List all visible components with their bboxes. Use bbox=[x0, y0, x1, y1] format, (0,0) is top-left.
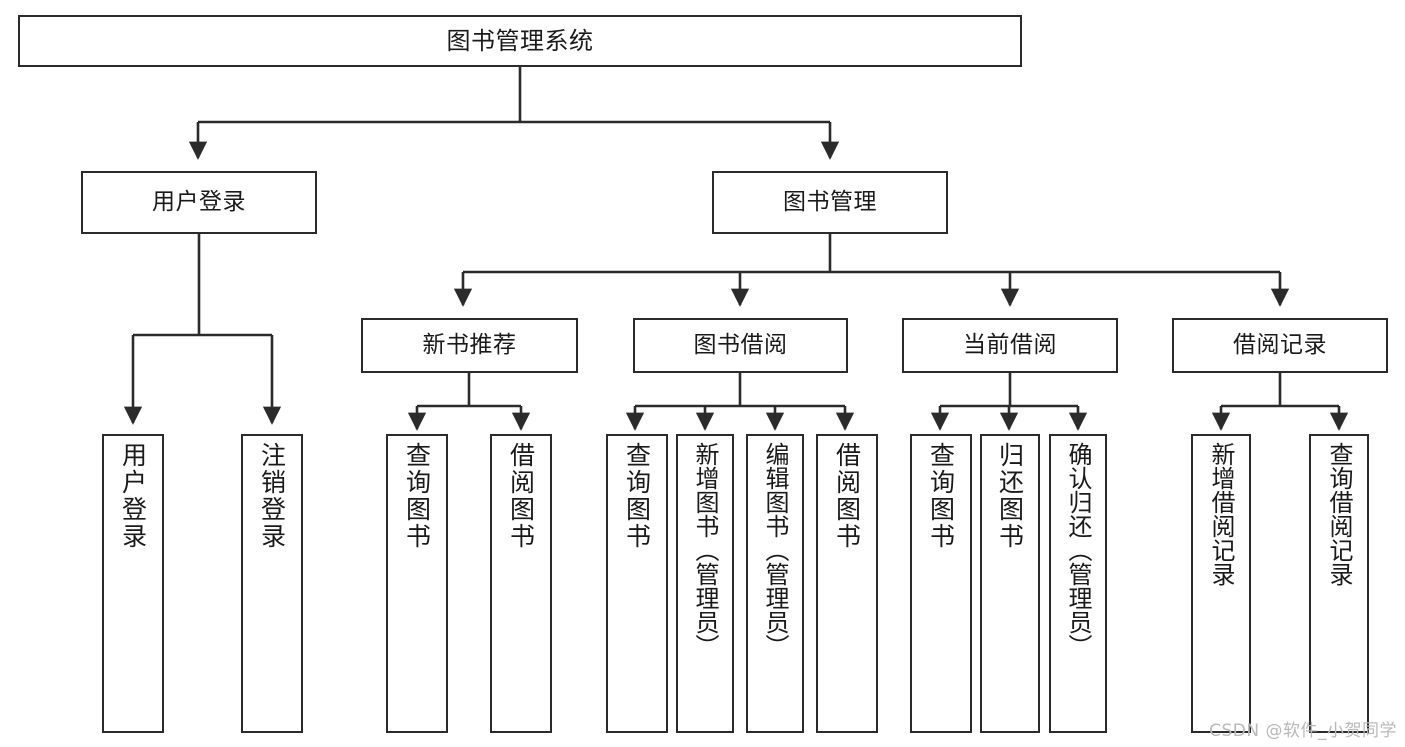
node-label: 查询图书 bbox=[926, 442, 956, 550]
node-root-system[interactable]: 图书管理系统 bbox=[18, 15, 1022, 67]
node-new-book-recommend[interactable]: 新书推荐 bbox=[361, 318, 578, 373]
leaf-user-login[interactable]: 用户登录 bbox=[102, 434, 164, 733]
node-label: 注销登录 bbox=[257, 442, 287, 550]
node-label: 新增图书（管理员） bbox=[691, 442, 719, 658]
node-label: 当前借阅 bbox=[963, 331, 1057, 358]
node-label: 查询图书 bbox=[622, 442, 652, 550]
leaf-query-book-recommend[interactable]: 查询图书 bbox=[386, 434, 448, 733]
node-label: 图书管理 bbox=[783, 188, 877, 215]
node-book-management[interactable]: 图书管理 bbox=[712, 171, 948, 234]
node-book-borrow[interactable]: 图书借阅 bbox=[633, 318, 848, 373]
node-label: 用户登录 bbox=[152, 188, 246, 215]
node-borrow-record[interactable]: 借阅记录 bbox=[1172, 318, 1388, 373]
node-label: 图书管理系统 bbox=[446, 26, 594, 55]
leaf-return-book[interactable]: 归还图书 bbox=[980, 434, 1040, 733]
node-label: 借阅图书 bbox=[506, 442, 536, 550]
node-user-login[interactable]: 用户登录 bbox=[81, 171, 317, 234]
node-label: 图书借阅 bbox=[693, 331, 788, 358]
node-label: 借阅图书 bbox=[832, 442, 862, 550]
node-label: 查询图书 bbox=[402, 442, 432, 550]
node-label: 新增借阅记录 bbox=[1207, 442, 1235, 586]
node-label: 借阅记录 bbox=[1233, 331, 1327, 358]
leaf-confirm-return-admin[interactable]: 确认归还（管理员） bbox=[1049, 434, 1107, 733]
csdn-watermark: CSDN @软件_小贺同学 bbox=[1209, 721, 1397, 741]
node-label: 用户登录 bbox=[118, 442, 148, 550]
leaf-query-book-current[interactable]: 查询图书 bbox=[910, 434, 972, 733]
leaf-add-borrow-record[interactable]: 新增借阅记录 bbox=[1191, 434, 1251, 733]
node-current-borrow[interactable]: 当前借阅 bbox=[902, 318, 1118, 373]
leaf-borrow-book[interactable]: 借阅图书 bbox=[816, 434, 878, 733]
leaf-query-book-borrow[interactable]: 查询图书 bbox=[606, 434, 668, 733]
leaf-add-book-admin[interactable]: 新增图书（管理员） bbox=[676, 434, 734, 733]
leaf-query-borrow-record[interactable]: 查询借阅记录 bbox=[1309, 434, 1369, 733]
node-label: 确认归还（管理员） bbox=[1064, 442, 1092, 658]
node-label: 编辑图书（管理员） bbox=[761, 442, 789, 658]
leaf-logout[interactable]: 注销登录 bbox=[241, 434, 303, 733]
leaf-borrow-book-recommend[interactable]: 借阅图书 bbox=[490, 434, 552, 733]
node-label: 查询借阅记录 bbox=[1325, 442, 1353, 586]
node-label: 新书推荐 bbox=[422, 331, 517, 358]
node-label: 归还图书 bbox=[995, 442, 1025, 550]
leaf-edit-book-admin[interactable]: 编辑图书（管理员） bbox=[746, 434, 804, 733]
